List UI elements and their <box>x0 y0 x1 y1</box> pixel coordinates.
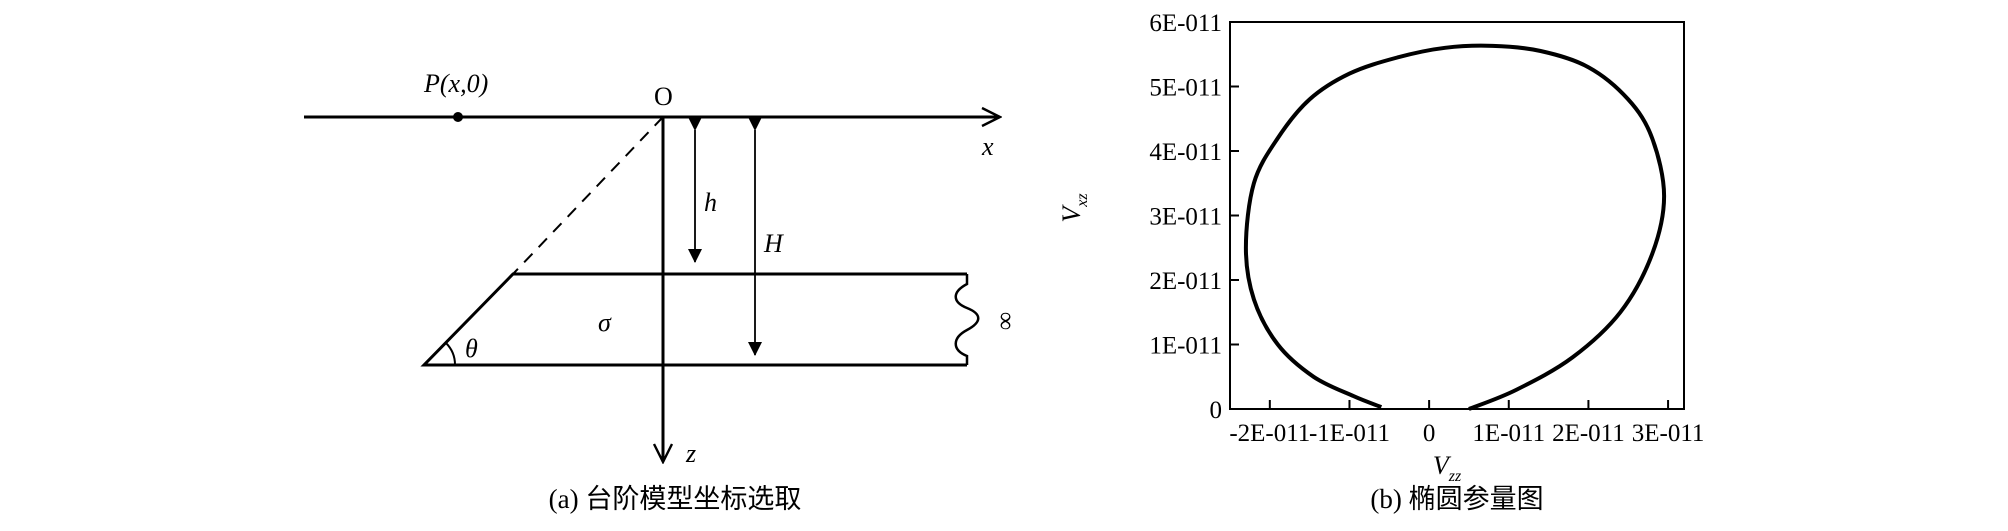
y-tick-label: 3E-011 <box>1149 204 1222 231</box>
plot-frame <box>1229 21 1685 410</box>
caption-a: (a) 台阶模型坐标选取 <box>549 484 802 514</box>
break-symbol <box>954 274 980 365</box>
y-tick-label: 0 <box>1210 397 1223 424</box>
x-axis-label: Vzz <box>1433 451 1462 485</box>
theta-arc <box>445 342 457 366</box>
x-axis-label: x <box>981 132 994 161</box>
y-tick-label: 1E-011 <box>1149 333 1222 360</box>
sigma-label: σ <box>598 308 612 337</box>
x-tick-label: 0 <box>1423 420 1436 447</box>
y-tick-label: 6E-011 <box>1149 10 1222 37</box>
projection-dashed-line <box>512 116 664 275</box>
x-tick-label: 2E-011 <box>1552 420 1625 447</box>
y-axis-label: Vxz <box>1057 193 1091 223</box>
point-p <box>453 112 463 122</box>
step-model-diagram: P(x,0) O x z ∞ θ σ h H (a) 台阶模型坐标选取 <box>304 69 1021 514</box>
y-tick-label: 5E-011 <box>1149 75 1222 102</box>
ellipse-curve <box>1243 43 1667 411</box>
H-label: H <box>763 229 784 258</box>
x-tick-label: 1E-011 <box>1472 420 1545 447</box>
point-p-label: P(x,0) <box>423 69 488 98</box>
x-tick-label: 3E-011 <box>1632 420 1705 447</box>
h-label: h <box>704 188 717 217</box>
y-tick-label: 4E-011 <box>1149 139 1222 166</box>
infinity-label: ∞ <box>992 312 1021 331</box>
x-tick-label: -1E-011 <box>1309 420 1390 447</box>
theta-label: θ <box>465 334 478 363</box>
step-outline <box>420 272 967 367</box>
origin-label: O <box>654 82 673 111</box>
z-axis-label: z <box>685 439 696 468</box>
ellipse-chart: 0 1E-011 2E-011 3E-011 4E-011 5E-011 6E-011 -2… <box>1057 10 1704 514</box>
y-tick-label: 2E-011 <box>1149 268 1222 295</box>
x-tick-label: -2E-011 <box>1229 420 1310 447</box>
caption-b: (b) 椭圆参量图 <box>1370 484 1543 514</box>
